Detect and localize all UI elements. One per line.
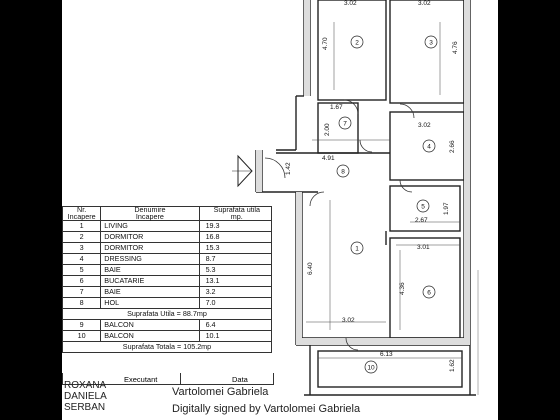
executant-row: [62, 373, 274, 385]
room-5-outline: [389, 185, 461, 232]
room-area: 19.3: [198, 220, 273, 232]
room-nr: 1: [61, 220, 102, 232]
suprafata-totala: Suprafata Totala = 105.2mp: [62, 341, 272, 353]
room-label-2: 2: [355, 40, 359, 47]
balcony-area: 6.4: [198, 319, 273, 331]
signer-left-name: ROXANA DANIELA SERBAN: [64, 380, 107, 413]
suprafata-utila: Suprafata Utila = 88.7mp: [62, 308, 272, 320]
dim-room7-height: 2.00: [324, 123, 331, 136]
room-area: 16.8: [198, 231, 273, 243]
room-label-3: 3: [429, 40, 433, 47]
dim-top-left-width: 3.02: [344, 0, 357, 7]
right-border: [498, 0, 560, 420]
room-label-6: 6: [427, 290, 431, 297]
room-name: BAIE: [100, 264, 200, 276]
balcony-nr: 9: [61, 319, 102, 331]
room-name: DRESSING: [100, 253, 200, 265]
room-name: DORMITOR: [100, 231, 200, 243]
room-name: HOL: [100, 297, 200, 309]
room-nr: 6: [61, 275, 102, 287]
balcony-area: 10.1: [198, 330, 273, 342]
room-nr: 7: [61, 286, 102, 298]
dim-room2-height: 4.70: [322, 37, 329, 50]
room-10-outline: [317, 350, 463, 388]
room-area: 15.3: [198, 242, 273, 254]
dim-living-height: 6.40: [307, 262, 314, 275]
room-2-outline: [317, 0, 387, 101]
dim-entry-height: 1.42: [285, 162, 292, 175]
room-area: 8.7: [198, 253, 273, 265]
digital-signature-text: Digitally signed by Vartolomei Gabriela: [172, 403, 361, 415]
room-nr: 2: [61, 231, 102, 243]
dim-room6-height: 4.36: [399, 282, 406, 295]
room-nr: 3: [61, 242, 102, 254]
room-area: 13.1: [198, 275, 273, 287]
signer-main-name: Vartolomei Gabriela: [172, 386, 269, 398]
dim-top-right-width: 3.02: [418, 0, 431, 7]
room-nr: 8: [61, 297, 102, 309]
dim-balcony-height: 1.62: [449, 359, 456, 372]
balcony-name: BALCON: [100, 330, 200, 342]
executant-label: Executant: [124, 375, 158, 384]
room-label-10: 10: [367, 365, 375, 372]
dim-room3-height: 4.76: [452, 41, 459, 54]
dim-balcony-width: 6.13: [380, 351, 393, 358]
dim-room5-width: 2.67: [415, 217, 428, 224]
room-name: BAIE: [100, 286, 200, 298]
dim-room5-height: 1.97: [443, 202, 450, 215]
balcony-nr: 10: [61, 330, 102, 342]
room-area: 3.2: [198, 286, 273, 298]
header-nr: Nr.Incapere: [61, 206, 102, 221]
room-nr: 5: [61, 264, 102, 276]
dim-hall-width: 4.91: [322, 155, 335, 162]
left-border: [0, 0, 62, 420]
room-area: 7.0: [198, 297, 273, 309]
room-area: 5.3: [198, 264, 273, 276]
room-name: LIVING: [100, 220, 200, 232]
dim-room4-width: 3.02: [418, 122, 431, 129]
room-label-7: 7: [343, 121, 347, 128]
room-name: BUCATARIE: [100, 275, 200, 287]
room-label-4: 4: [427, 144, 431, 151]
dim-room7-width: 1.67: [330, 104, 343, 111]
room-name: DORMITOR: [100, 242, 200, 254]
room-label-5: 5: [421, 204, 425, 211]
dim-living-bottom-width: 3.02: [342, 317, 355, 324]
dim-room4-height: 2.66: [449, 140, 456, 153]
data-label: Data: [232, 375, 248, 384]
room-label-1: 1: [355, 246, 359, 253]
room-nr: 4: [61, 253, 102, 265]
room-label-8: 8: [341, 169, 345, 176]
dim-room6-width: 3.01: [417, 244, 430, 251]
balcony-name: BALCON: [100, 319, 200, 331]
